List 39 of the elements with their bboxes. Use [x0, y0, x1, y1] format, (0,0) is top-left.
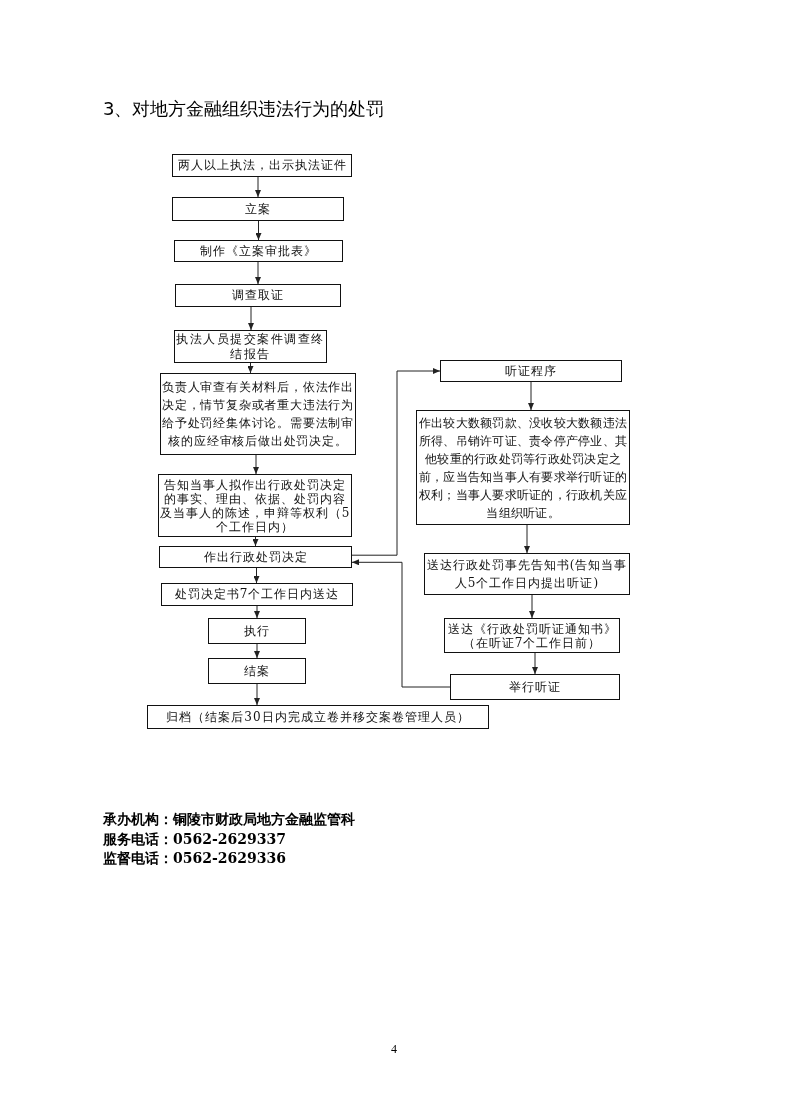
process-box: 告知当事人拟作出行政处罚决定的事实、理由、依据、处罚内容及当事人的陈述，申辩等权利（5个工作日内）: [158, 474, 352, 537]
process-box: 作出较大数额罚款、没收较大数额违法所得、吊销许可证、责令停产停业、其他较重的行政处罚等行政处罚决定之前，应当告知当事人有要求举行听证的权利；当事人要求听证的，行政机关应当组织听证。: [416, 410, 630, 525]
arrow: [528, 381, 534, 411]
process-box: 制作《立案审批表》: [174, 240, 343, 262]
arrow: [254, 643, 260, 659]
arrow: [252, 536, 259, 547]
process-box: 听证程序: [440, 360, 622, 382]
heading: 3、对地方金融组织违法行为的处罚: [103, 97, 385, 121]
arrow: [248, 306, 254, 331]
process-box: 负责人审查有关材料后，依法作出决定，情节复杂或者重大违法行为给予处罚经集体讨论。需要法制审核的应经审核后做出处罚决定。: [160, 373, 356, 455]
process-box: 送达行政处罚事先告知书(告知当事人5个工作日内提出听证): [424, 553, 630, 595]
arrow: [254, 683, 260, 706]
arrow: [255, 220, 262, 241]
process-box: 送达《行政处罚听证通知书》（在听证7个工作日前）: [444, 618, 620, 653]
page-number: 4: [391, 1042, 397, 1057]
process-box: 立案: [172, 197, 344, 221]
arrow: [529, 594, 535, 619]
process-box: 两人以上执法，出示执法证件: [172, 154, 352, 177]
info-text: 承办机构：铜陵市财政局地方金融监管科: [103, 811, 355, 829]
process-box: 执行: [208, 618, 306, 644]
arrow: [255, 176, 261, 198]
process-box: 执法人员提交案件调查终结报告: [174, 330, 327, 363]
arrow: [253, 567, 260, 584]
arrow: [351, 559, 451, 688]
arrow: [247, 362, 254, 374]
arrow: [532, 652, 538, 675]
info-text: 服务电话：0562-2629337: [103, 831, 286, 849]
process-box: 作出行政处罚决定: [159, 546, 352, 568]
process-box: 结案: [208, 658, 306, 684]
process-box: 调查取证: [175, 284, 341, 307]
arrow: [255, 261, 261, 285]
process-box: 处罚决定书7个工作日内送达: [161, 583, 353, 606]
info-text: 监督电话：0562-2629336: [103, 850, 286, 868]
process-box: 归档（结案后30日内完成立卷并移交案卷管理人员）: [147, 705, 489, 729]
arrow: [524, 524, 530, 554]
arrow: [253, 454, 259, 475]
arrow: [351, 368, 441, 556]
arrow: [254, 605, 260, 619]
process-box: 举行听证: [450, 674, 620, 700]
